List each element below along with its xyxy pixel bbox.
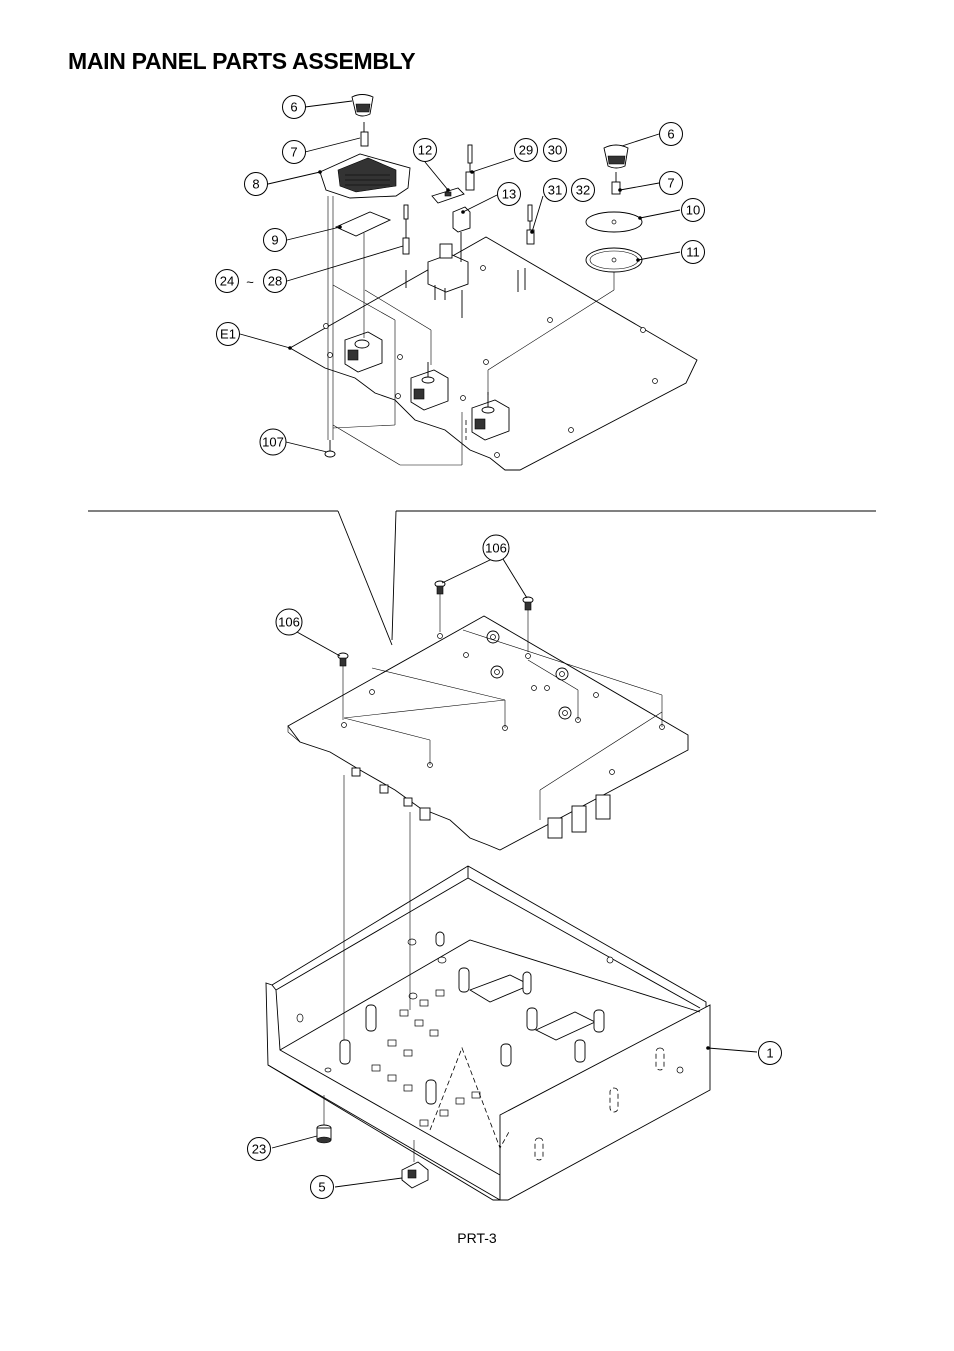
callout-31: 31: [543, 178, 567, 202]
callout-7-left: 7: [282, 140, 306, 164]
led-13: [452, 206, 471, 262]
main-pcb-board: [287, 615, 689, 851]
callout-label: 107: [262, 435, 284, 450]
chassis-floor-features: [296, 931, 684, 1127]
callout-label: 6: [667, 127, 674, 142]
chassis-1: [265, 865, 711, 1201]
knob-shaft-7a: [360, 122, 369, 147]
callout-107: 107: [259, 428, 287, 456]
callout-label: 6: [290, 100, 297, 115]
callout-e1: E1: [216, 322, 240, 346]
washer-10: [585, 211, 643, 233]
callout-leaders: [239, 100, 758, 1188]
callout-23: 23: [247, 1137, 271, 1161]
callout-label: 8: [252, 177, 259, 192]
knob-cap-6a: [351, 94, 374, 117]
knob-shaft-7b: [611, 172, 621, 195]
section-separator: [88, 510, 876, 646]
callout-106-left: 106: [275, 608, 303, 636]
standoff-24-28: [402, 204, 410, 255]
connector-block: [427, 243, 469, 318]
screw-107: [324, 440, 336, 458]
callout-label: 5: [318, 1180, 325, 1195]
callout-label: 31: [548, 183, 562, 198]
range-tilde: ~: [246, 275, 254, 290]
callout-label: 24: [220, 274, 234, 289]
callout-label: 12: [418, 143, 432, 158]
rotary-switch-left: [344, 331, 383, 373]
screw-106-center: [434, 580, 446, 632]
callout-label: 32: [576, 183, 590, 198]
callout-label: E1: [220, 327, 236, 342]
callout-13: 13: [497, 182, 521, 206]
callout-label: 106: [278, 615, 300, 630]
callout-label: 11: [686, 245, 700, 260]
main-pcb-jacks: [486, 630, 572, 720]
foot-23: [316, 1095, 332, 1144]
page-title: MAIN PANEL PARTS ASSEMBLY: [68, 48, 416, 74]
spacer-29-30: [465, 144, 475, 191]
callout-label: 13: [502, 187, 516, 202]
bracket-5: [401, 1140, 429, 1189]
callout-label: 1: [766, 1046, 773, 1061]
fader-knob-8: [319, 153, 411, 199]
screw-106-right: [522, 596, 534, 652]
callout-29: 29: [514, 138, 538, 162]
callout-106-top: 106: [482, 534, 510, 562]
callout-label: 7: [290, 145, 297, 160]
callout-28: 28: [263, 269, 287, 293]
washer-11: [585, 247, 643, 273]
callout-8: 8: [244, 172, 268, 196]
callout-12: 12: [413, 138, 437, 162]
callout-6-right: 6: [659, 122, 683, 146]
callout-7-right: 7: [659, 171, 683, 195]
callout-label: 106: [485, 541, 507, 556]
callout-label: 10: [686, 203, 700, 218]
callout-label: 28: [268, 274, 282, 289]
callout-5: 5: [310, 1175, 334, 1199]
callout-1: 1: [758, 1041, 782, 1065]
callout-label: 7: [667, 176, 674, 191]
pcb-e1: [289, 236, 698, 471]
upper-guide-lines: [327, 196, 615, 466]
callout-30: 30: [543, 138, 567, 162]
callout-9: 9: [263, 228, 287, 252]
screw-106-left: [337, 652, 349, 720]
knob-cap-6b: [603, 144, 629, 169]
callout-6-left: 6: [282, 95, 306, 119]
pcb-e1-holes: [323, 265, 658, 458]
callout-label: 23: [252, 1142, 266, 1157]
callout-label: 29: [519, 143, 533, 158]
callout-label: 30: [548, 143, 562, 158]
callout-label: 9: [271, 233, 278, 248]
spacer-31-32: [526, 204, 535, 245]
callout-32: 32: [571, 178, 595, 202]
callout-24: 24: [215, 269, 239, 293]
page-number: PRT-3: [457, 1230, 497, 1246]
callout-11: 11: [681, 240, 705, 264]
spacer-sheet-9: [334, 211, 392, 237]
callout-dots: [288, 170, 710, 1050]
callout-10: 10: [681, 198, 705, 222]
rotary-switch-right: [471, 392, 510, 441]
rotary-switch-center: [410, 362, 449, 411]
